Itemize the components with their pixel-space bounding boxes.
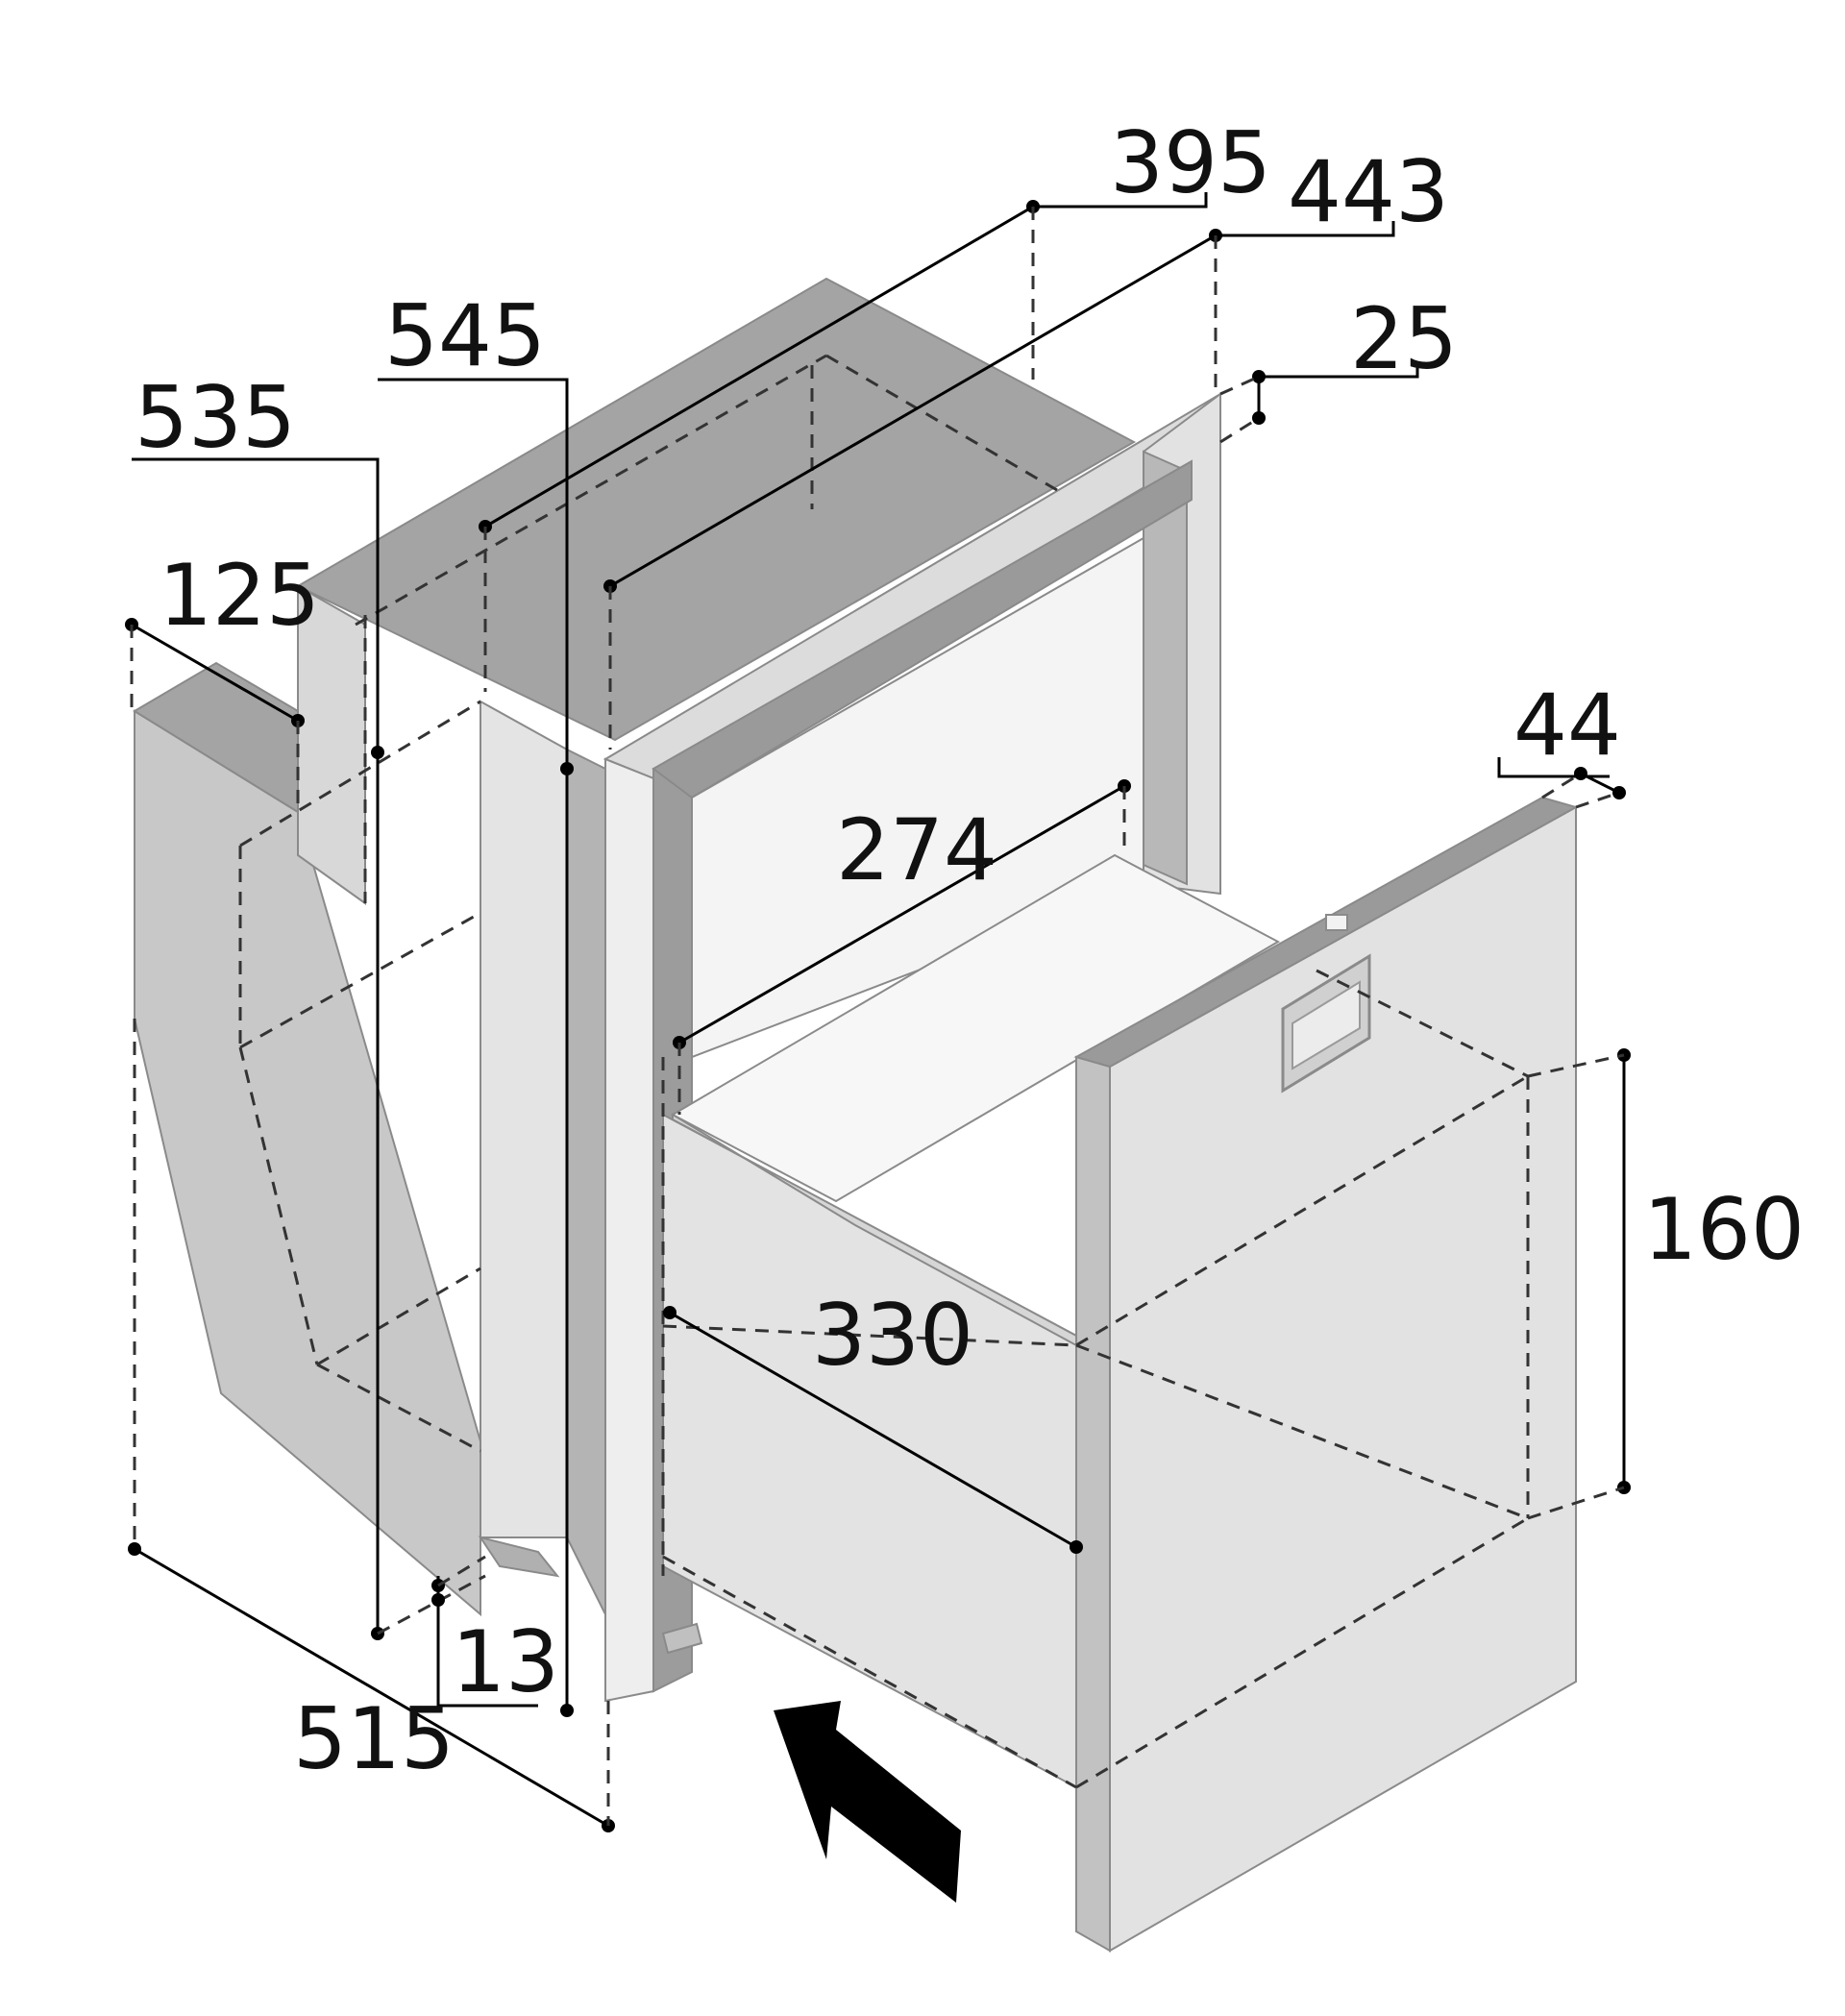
dim-545-label: 545 xyxy=(384,286,546,385)
dim-125-label: 125 xyxy=(159,546,320,645)
dim-25-label: 25 xyxy=(1350,289,1458,388)
arrow-icon xyxy=(774,1701,961,1903)
frame-inner-top-strip xyxy=(652,459,1193,799)
drawer-box-top xyxy=(670,853,1281,1203)
dim-274-label: 274 xyxy=(836,800,997,899)
dim-443-label: 443 xyxy=(1288,142,1449,241)
frame-foot-right xyxy=(661,1622,703,1655)
frame-left-post-side xyxy=(566,748,606,1615)
drawer-box-side xyxy=(662,1113,1077,1789)
dim-395-label: 395 xyxy=(1110,113,1271,212)
dimension-lines xyxy=(125,192,1631,1832)
cabinet-top-surface xyxy=(295,277,1137,742)
dimension-labels: 395 443 25 545 535 125 44 274 160 330 13… xyxy=(135,113,1805,1788)
dim-13-label: 13 xyxy=(452,1612,559,1711)
drawer-handle-icon[interactable] xyxy=(1281,914,1371,1094)
dim-160-label: 160 xyxy=(1643,1180,1805,1279)
drawer-front-edge xyxy=(1075,1055,1111,1953)
frame-left-inner-post xyxy=(604,757,654,1703)
frame-left-post xyxy=(480,700,568,1538)
frame-foot xyxy=(478,1536,560,1578)
dim-535-label: 535 xyxy=(135,368,296,467)
dim-515-label: 515 xyxy=(293,1689,455,1788)
drawer xyxy=(661,796,1579,1953)
dim-44-label: 44 xyxy=(1513,676,1621,774)
dim-330-label: 330 xyxy=(812,1286,973,1385)
